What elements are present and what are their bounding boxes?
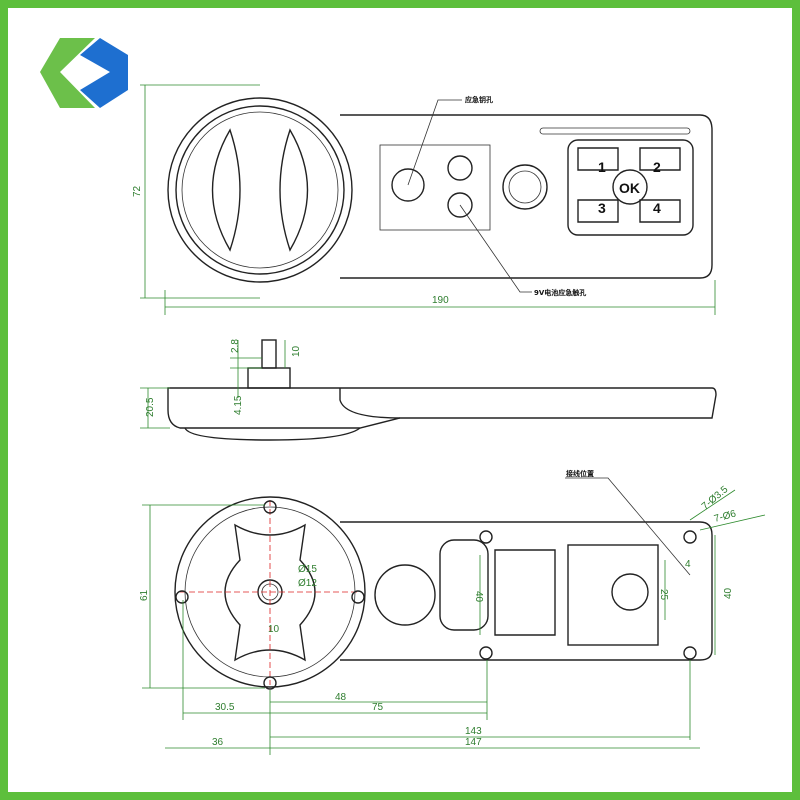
keypad-key-3: 3	[598, 200, 606, 216]
dim-mid-40: 40	[473, 591, 484, 603]
keypad-key-ok: OK	[619, 180, 640, 196]
dim-pin-offset: 2.8	[230, 339, 241, 353]
side-view: 2.8 10 20.5 4.15	[140, 339, 717, 441]
dim-4: 4	[685, 559, 691, 570]
bottom-view: 接线位置 61 Ø15 Ø12 10 40 25 4 40 7-Ø3.5 7-Ø…	[139, 469, 766, 755]
dim-height-61: 61	[139, 589, 150, 601]
dim-right-40: 40	[723, 587, 734, 599]
dim-d10: 10	[268, 624, 280, 635]
keypad-key-1: 1	[598, 159, 606, 175]
label-emergency-key-hole: 应急钥孔	[465, 95, 493, 104]
dim-base: 4.15	[233, 395, 244, 415]
dim-length-190: 190	[432, 295, 449, 306]
top-view: 1 2 3 4 OK 应急钥孔 9V电池应急触孔 72 190	[132, 84, 716, 315]
dim-75: 75	[372, 702, 384, 713]
dim-25: 25	[658, 589, 669, 601]
dim-48: 48	[335, 692, 347, 703]
mounting-holes	[175, 500, 697, 690]
dim-height-72: 72	[132, 185, 143, 197]
dim-holes-small: 7-Ø3.5	[700, 484, 731, 512]
label-battery-contact: 9V电池应急触孔	[534, 288, 586, 297]
keypad-key-2: 2	[653, 159, 661, 175]
dim-30-5: 30.5	[215, 702, 235, 713]
label-wiring-position: 接线位置	[566, 469, 594, 478]
dim-d15: Ø15	[298, 564, 317, 575]
dim-147: 147	[465, 737, 482, 748]
dim-thickness: 20.5	[145, 397, 156, 417]
keypad-key-4: 4	[653, 200, 661, 216]
company-logo	[40, 38, 128, 108]
dim-36: 36	[212, 737, 224, 748]
dim-d12: Ø12	[298, 578, 317, 589]
dim-pin-height: 10	[291, 345, 302, 357]
dim-143: 143	[465, 726, 482, 737]
